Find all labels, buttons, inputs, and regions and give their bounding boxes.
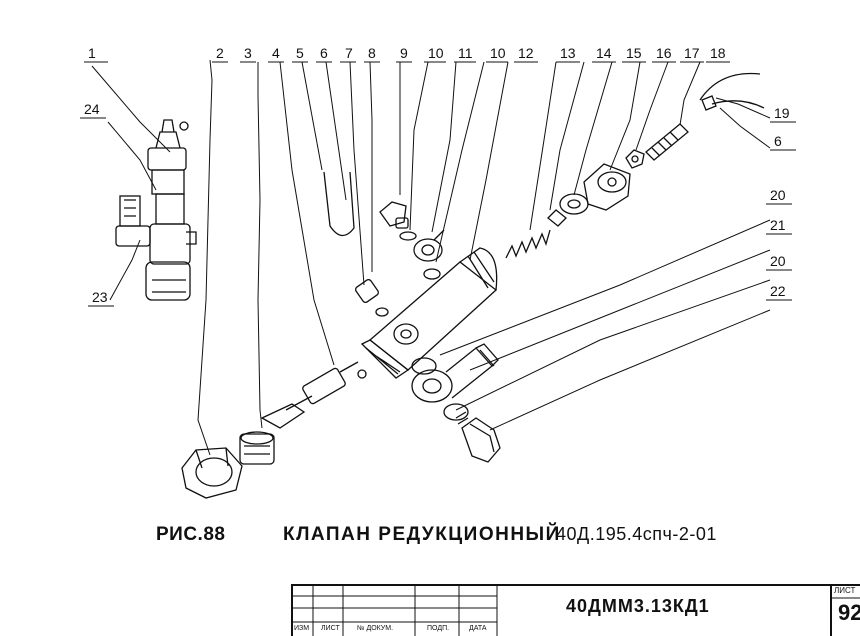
part-15-washer xyxy=(559,193,589,215)
part-8-plug xyxy=(354,278,389,317)
callout-7: 7 xyxy=(345,45,353,61)
part-19-inset xyxy=(699,72,765,111)
title-block-grid xyxy=(291,584,860,636)
title-block: ИЗМ ЛИСТ № ДОКУМ. ПОДП. ДАТА xyxy=(291,584,860,636)
callout-11: 11 xyxy=(458,45,473,61)
figure-code: 40Д.195.4спч-2-01 xyxy=(556,524,717,544)
callout-labels: 1 2 3 4 5 6 7 8 9 10 11 10 12 13 14 15 1… xyxy=(84,45,790,305)
callout-18: 18 xyxy=(710,45,726,61)
callout-17: 17 xyxy=(684,45,700,61)
callout-2: 2 xyxy=(216,45,224,61)
callout-16: 16 xyxy=(656,45,672,61)
part-11-banjo xyxy=(413,229,445,280)
part-22-bolt xyxy=(455,411,501,463)
callout-14: 14 xyxy=(596,45,612,61)
callout-1: 1 xyxy=(88,45,96,61)
sheet-number: 92 xyxy=(838,600,860,625)
part-20-o-rings xyxy=(411,357,469,421)
callout-5: 5 xyxy=(296,45,304,61)
figure-number: РИС.88 xyxy=(156,524,226,545)
callout-13: 13 xyxy=(560,45,576,61)
callout-6: 6 xyxy=(320,45,328,61)
part-17-nut xyxy=(625,149,645,169)
callout-underlines xyxy=(80,61,796,307)
callout-8: 8 xyxy=(368,45,376,61)
col-date: ДАТА xyxy=(469,625,487,632)
assembled-valve-illustration xyxy=(115,119,197,301)
col-izm: ИЗМ xyxy=(294,625,310,632)
col-doc: № ДОКУМ. xyxy=(357,625,394,632)
leader-lines xyxy=(91,59,771,456)
callout-21: 21 xyxy=(770,217,786,233)
part-21-banjo-fitting xyxy=(411,343,499,403)
callout-10b: 10 xyxy=(490,45,506,61)
callout-15: 15 xyxy=(626,45,642,61)
callout-22: 22 xyxy=(770,283,786,299)
callout-9: 9 xyxy=(400,45,408,61)
part-14-cone xyxy=(547,209,567,227)
part-2-hex-nut xyxy=(181,447,243,499)
part-16-cap-nut xyxy=(583,163,631,211)
col-list: ЛИСТ xyxy=(321,625,340,632)
callout-6b: 6 xyxy=(774,133,782,149)
part-4-valve xyxy=(260,361,367,429)
part-9-screw xyxy=(379,201,417,241)
part-5-cap xyxy=(323,171,355,237)
part-3-fitting xyxy=(239,431,275,465)
callout-10: 10 xyxy=(428,45,444,61)
part-13-spring xyxy=(505,229,551,259)
callout-20b: 20 xyxy=(770,253,786,269)
callout-23: 23 xyxy=(92,289,108,305)
part-12-valve-body xyxy=(360,247,498,379)
callout-3: 3 xyxy=(244,45,252,61)
part-18-adjusting-screw xyxy=(645,123,689,161)
callout-19: 19 xyxy=(774,105,790,121)
callout-20: 20 xyxy=(770,187,786,203)
callout-12: 12 xyxy=(518,45,534,61)
callout-24: 24 xyxy=(84,101,100,117)
sheet-label: ЛИСТ xyxy=(834,586,856,595)
document-code: 40ДММ3.13КД1 xyxy=(566,596,710,616)
figure-title: КЛАПАН РЕДУКЦИОННЫЙ xyxy=(283,524,561,545)
col-sign: ПОДП. xyxy=(427,625,450,632)
callout-4: 4 xyxy=(272,45,280,61)
